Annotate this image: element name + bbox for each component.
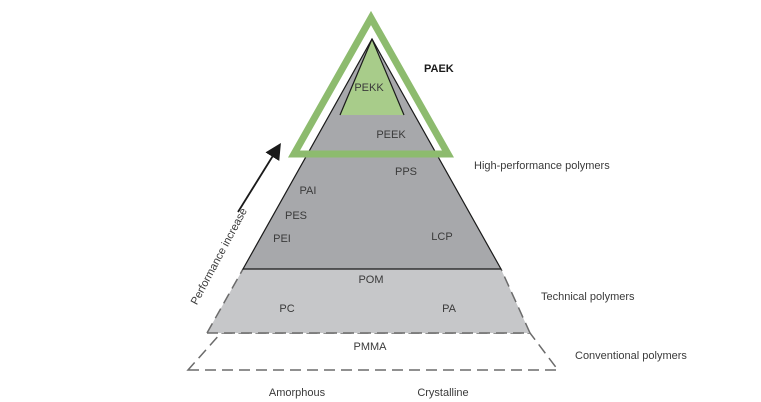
technical-tier-left-edge — [206, 268, 244, 334]
pekk-zone — [340, 39, 404, 115]
paek-group-label: PAEK — [424, 63, 454, 75]
technical-tier-right-edge — [500, 268, 531, 334]
polymer-label-pekk: PEKK — [354, 82, 384, 94]
polymer-label-peek: PEEK — [376, 129, 406, 141]
polymer-label-pps: PPS — [395, 166, 417, 178]
high-performance-outline-top — [339, 38, 373, 116]
paek-outline — [287, 10, 455, 158]
polymer-label-pmma: PMMA — [354, 341, 388, 353]
tier-label-high-performance: High-performance polymers — [474, 160, 610, 172]
polymer-label-lcp: LCP — [431, 231, 452, 243]
tier-label-conventional: Conventional polymers — [575, 350, 687, 362]
technical-tier — [207, 269, 530, 333]
crystalline-label: Crystalline — [417, 387, 468, 399]
tier-label-technical: Technical polymers — [541, 291, 635, 303]
high-performance-outline-top-right — [371, 38, 405, 116]
polymer-label-pa: PA — [442, 303, 457, 315]
polymer-label-pom: POM — [358, 274, 383, 286]
performance-arrow — [237, 142, 281, 213]
polymer-label-pes: PES — [285, 210, 307, 222]
polymer-label-pc: PC — [279, 303, 294, 315]
amorphous-label: Amorphous — [269, 387, 326, 399]
polymer-label-pei: PEI — [273, 233, 291, 245]
polymer-label-pai: PAI — [300, 185, 317, 197]
